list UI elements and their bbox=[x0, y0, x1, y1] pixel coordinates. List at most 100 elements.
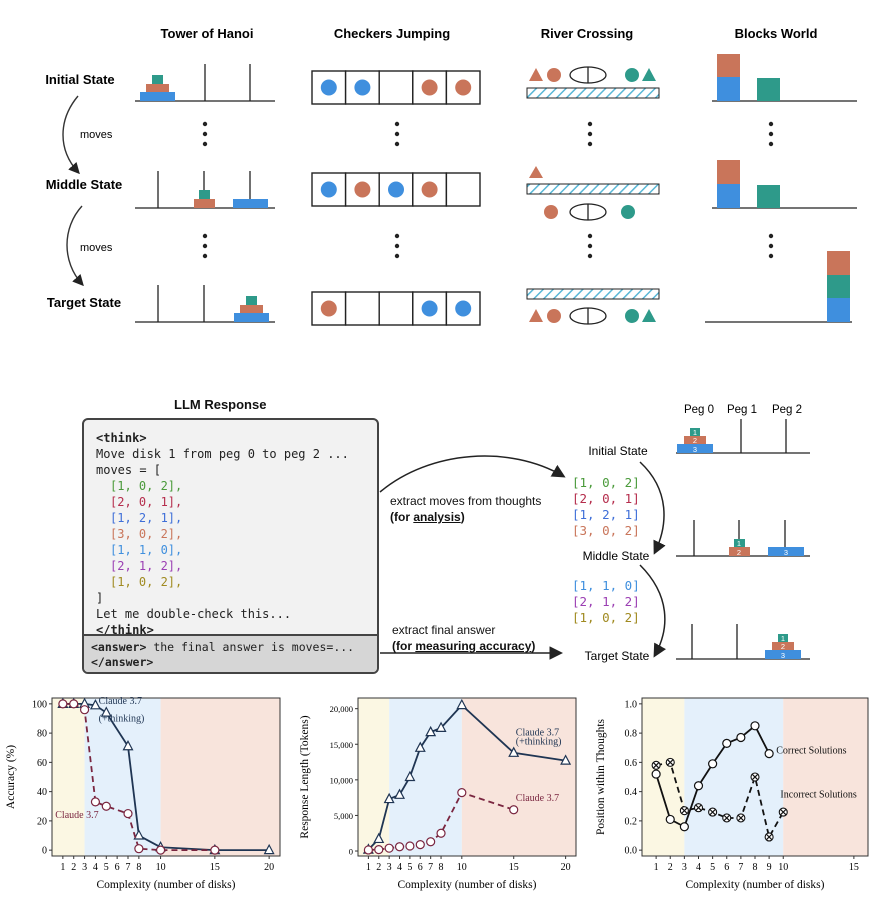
circle-marker bbox=[58, 699, 68, 709]
complexity-region bbox=[461, 698, 576, 856]
x-axis-label: Complexity (number of disks) bbox=[686, 879, 825, 891]
y-axis-label: Position within Thoughts bbox=[595, 718, 607, 835]
think-close-tag: </think> bbox=[96, 623, 154, 637]
series-label: (+thinking) bbox=[516, 736, 562, 747]
ellipsis-dot bbox=[394, 253, 400, 259]
tower-of-hanoi-icon bbox=[135, 64, 275, 323]
circle-marker bbox=[736, 732, 746, 743]
answer-text: the final answer is moves=... bbox=[146, 640, 355, 654]
column-header-river: River Crossing bbox=[541, 26, 634, 41]
disk-label: 2 bbox=[781, 642, 785, 651]
circle-marker bbox=[750, 721, 760, 731]
y-tick-label: 15,000 bbox=[330, 740, 353, 750]
y-axis-label: Response Length (Tokens) bbox=[299, 715, 311, 838]
x-tick-label: 7 bbox=[428, 862, 433, 873]
circle-marker bbox=[101, 801, 111, 811]
orange-checker bbox=[421, 181, 438, 198]
disk-label: 2 bbox=[693, 436, 697, 445]
y-tick-label: 0.2 bbox=[625, 816, 638, 827]
x-tick-label: 4 bbox=[696, 862, 701, 873]
moves-open: moves = [ bbox=[96, 463, 162, 477]
x-tick-label: 7 bbox=[738, 862, 743, 873]
row-label-initial: Initial State bbox=[45, 72, 114, 87]
orange-checker bbox=[354, 181, 371, 198]
x-axis-label: Complexity (number of disks) bbox=[398, 879, 537, 891]
ellipsis-dot bbox=[587, 121, 593, 127]
x-tick-label: 15 bbox=[849, 862, 859, 873]
ellipsis-dot bbox=[394, 141, 400, 147]
llm-response-title: LLM Response bbox=[174, 397, 267, 412]
ellipsis-dot bbox=[394, 121, 400, 127]
x-tick-label: 4 bbox=[397, 862, 402, 873]
series-line bbox=[62, 702, 270, 852]
triangle-marker bbox=[560, 754, 572, 765]
answer-close-tag: </answer> bbox=[91, 655, 154, 669]
circle-marker bbox=[764, 748, 774, 759]
series-label: Claude 3.7 bbox=[516, 793, 559, 804]
x-tick-label: 10 bbox=[156, 862, 166, 873]
triangle-marker bbox=[456, 698, 468, 710]
ellipsis-dot bbox=[587, 243, 593, 249]
ellipsis-dot bbox=[587, 233, 593, 239]
column-header-hanoi: Tower of Hanoi bbox=[161, 26, 254, 41]
move-line: [1, 0, 2], bbox=[110, 479, 183, 493]
triangle-marker bbox=[394, 788, 406, 799]
triangle-marker bbox=[100, 706, 112, 717]
series-label: (+thinking) bbox=[99, 713, 145, 724]
disk-label: 3 bbox=[784, 548, 788, 557]
triangle-marker bbox=[133, 829, 145, 840]
y-tick-label: 20 bbox=[37, 816, 47, 827]
move-line: [1, 1, 0], bbox=[110, 543, 183, 557]
circle-marker bbox=[405, 841, 415, 851]
check-line: Let me double-check this... bbox=[96, 607, 292, 621]
triangle-marker bbox=[383, 792, 395, 804]
x-tick-label: 8 bbox=[753, 862, 758, 873]
ellipsis-dot bbox=[587, 253, 593, 259]
ellipsis-dot bbox=[202, 131, 208, 137]
llm-response-box: <think> Move disk 1 from peg 0 to peg 2 … bbox=[82, 418, 379, 674]
cross-marker-x bbox=[709, 809, 716, 816]
circle-marker bbox=[679, 822, 689, 832]
state-arrow-1 bbox=[639, 461, 666, 555]
cross-marker-x bbox=[681, 807, 688, 814]
cross-marker-x bbox=[780, 809, 787, 816]
ellipsis-dot bbox=[768, 121, 774, 127]
complexity-region bbox=[52, 698, 85, 856]
series-line bbox=[655, 761, 785, 840]
triangle-marker bbox=[263, 843, 275, 855]
y-tick-label: 0 bbox=[42, 846, 47, 857]
peg-label-1: Peg 1 bbox=[727, 404, 757, 416]
extracted-move: [1, 1, 0] bbox=[572, 578, 640, 593]
blue-checker bbox=[455, 300, 472, 317]
extract-moves-sub-underline: analysis bbox=[413, 510, 461, 524]
column-header-blocks: Blocks World bbox=[735, 26, 818, 41]
x-tick-label: 5 bbox=[710, 862, 715, 873]
x-tick-label: 15 bbox=[210, 862, 220, 873]
board-cell bbox=[445, 291, 481, 326]
move-line: [2, 1, 2], bbox=[110, 559, 183, 573]
x-tick-label: 8 bbox=[136, 862, 141, 873]
complexity-region bbox=[389, 698, 462, 856]
triangle-marker bbox=[404, 770, 416, 782]
state-arrow-2 bbox=[639, 564, 666, 658]
ellipsis-dot bbox=[202, 243, 208, 249]
cross-marker-x bbox=[737, 814, 744, 821]
extract-moves-arrow bbox=[379, 455, 566, 493]
y-tick-label: 10,000 bbox=[330, 775, 353, 785]
river-crossing-icon bbox=[526, 66, 660, 325]
think-open-tag: <think> bbox=[96, 431, 147, 445]
triangle-marker bbox=[508, 746, 520, 757]
x-tick-label: 2 bbox=[71, 862, 76, 873]
orange-checker bbox=[421, 79, 438, 96]
y-tick-label: 0.0 bbox=[625, 846, 638, 857]
circle-marker bbox=[426, 837, 436, 847]
circle-marker bbox=[415, 840, 425, 850]
y-tick-label: 20,000 bbox=[330, 704, 353, 714]
board-cell bbox=[378, 172, 414, 207]
circle-marker bbox=[363, 845, 373, 855]
move-line: [2, 0, 1], bbox=[110, 495, 183, 509]
moves-close: ] bbox=[96, 591, 104, 605]
x-tick-label: 6 bbox=[115, 862, 120, 873]
plot-frame bbox=[51, 697, 281, 857]
